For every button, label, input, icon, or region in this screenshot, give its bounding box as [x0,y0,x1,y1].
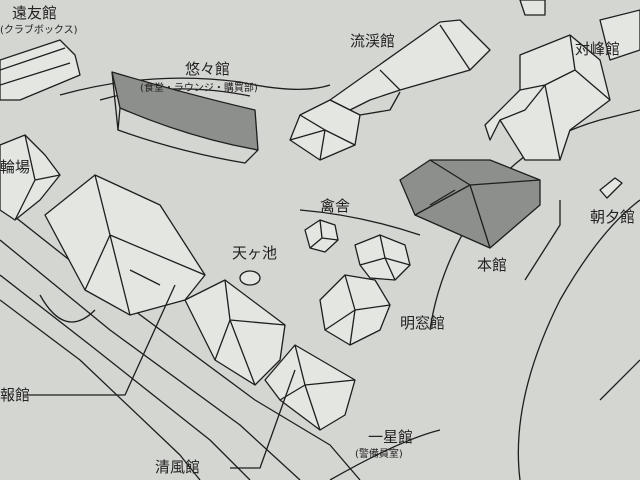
label-jouhokan: 報館 [0,386,31,404]
label-club-box: (クラブボックス) [0,25,78,36]
label-ichiseikan: 一星館 [368,428,414,446]
label-honkan: 本館 [477,256,508,274]
amagaike-pond [239,270,261,286]
building-kinsha [304,219,339,253]
building-polygon-upper [354,234,411,281]
label-bicycle: 輪場 [0,158,31,176]
building-ryukeikan [289,19,491,161]
label-seifukan: 清風館 [155,458,201,476]
building-honkan [399,159,541,249]
leader-lines [25,200,561,469]
label-amagaike: 天ヶ池 [232,244,278,262]
label-asayukan: 朝夕館 [590,208,636,226]
building-asayukan [599,177,623,199]
building-meisokan [319,274,391,346]
building-yuyukan [111,71,259,164]
building-bicycle [0,134,61,221]
building-large-center [44,174,206,316]
label-yuyukan-sub: (食堂・ラウンジ・購買部) [140,83,258,94]
label-ichiseikan-sub: (警備員室) [355,449,403,460]
building-taihokan [484,0,640,161]
building-enyukan [0,39,81,101]
building-center-right [184,279,286,386]
road-lines [0,77,640,480]
label-taihokan: 対峰館 [575,40,621,58]
label-ryukeikan: 流渓館 [350,32,396,50]
building-seifukan [264,344,356,431]
label-yuyukan: 悠々館 [185,60,231,78]
label-enyukan: 遠友館 [12,4,58,22]
label-kinsha: 禽舎 [320,197,351,215]
label-meisokan: 明窓館 [400,314,446,332]
